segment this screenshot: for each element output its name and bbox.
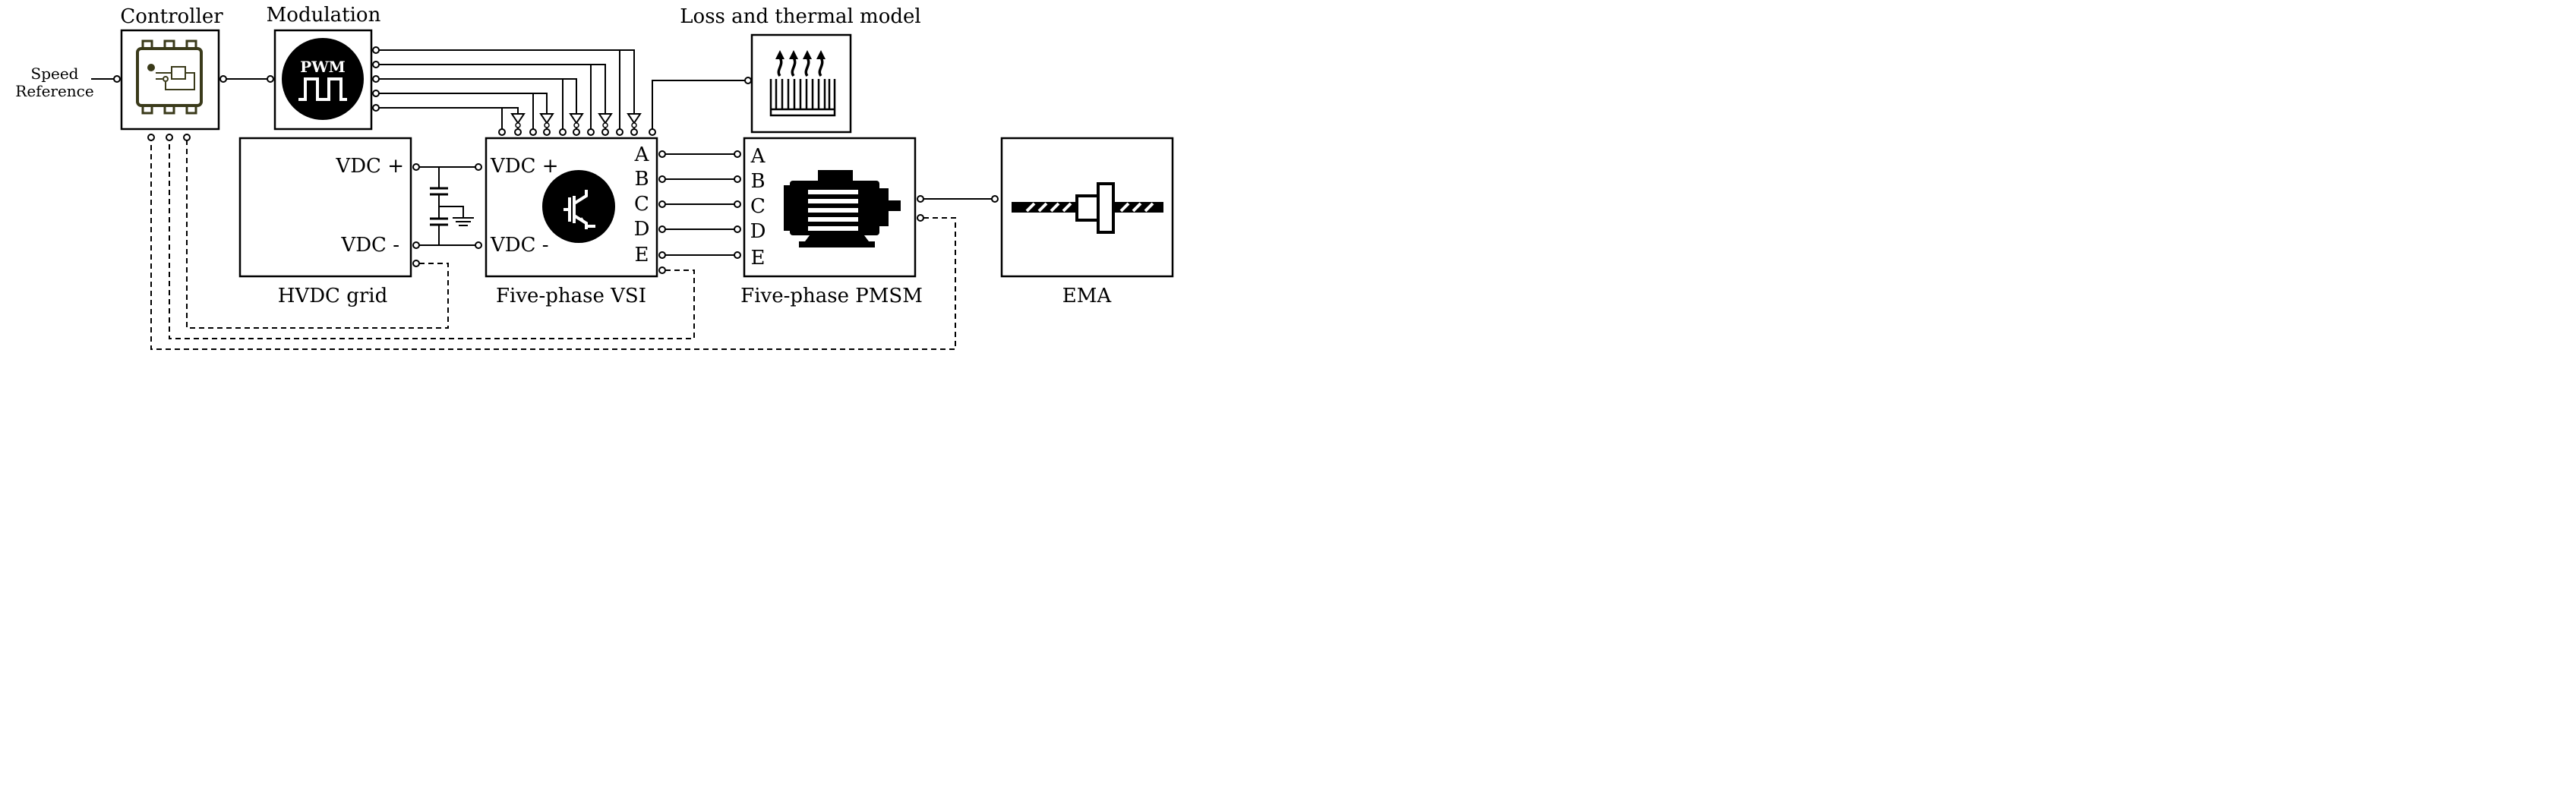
vsi-phase-d-label: D	[634, 218, 650, 241]
vsi-gate-ports	[498, 128, 656, 136]
feedback-pmsm-to-controller	[150, 140, 956, 350]
feedback-hvdc-to-controller	[186, 140, 449, 329]
pwm-icon-label: PWM	[300, 58, 346, 76]
motor-icon	[784, 170, 901, 247]
ball-screw-icon	[1012, 182, 1163, 234]
controller-feedback-port-3[interactable]	[183, 134, 191, 141]
speed-label-line1: Speed	[31, 65, 79, 83]
modulation-output-port-5[interactable]	[372, 104, 380, 112]
pmsm-phase-b-label: B	[750, 170, 765, 193]
vsi-plus-port[interactable]	[475, 163, 482, 171]
pmsm-phase-c-label: C	[750, 195, 766, 218]
feedback-lines	[150, 140, 956, 350]
vsi-phase-e-label: E	[635, 244, 649, 266]
vsi-vdc-plus-label: VDC +	[490, 155, 559, 178]
vsi-vdc-minus-label: VDC -	[490, 234, 549, 257]
vsi-phase-labels: A B C D E	[634, 143, 650, 266]
ema-title: EMA	[1062, 285, 1113, 307]
modulation-input-port[interactable]	[267, 75, 274, 83]
gate-buffers	[510, 113, 642, 129]
heatsink-icon	[769, 50, 836, 117]
hvdc-title: HVDC grid	[278, 285, 388, 307]
pmsm-phase-e-label: E	[751, 247, 766, 269]
pmsm-shaft-port[interactable]	[917, 195, 924, 203]
modulation-output-port-2[interactable]	[372, 61, 380, 68]
hvdc-minus-port[interactable]	[412, 241, 420, 249]
pmsm-phase-d-label: D	[750, 220, 766, 243]
gate-signal-wires	[379, 49, 635, 129]
thermal-input-port[interactable]	[744, 77, 752, 84]
system-block-diagram: Speed Reference Controller Modulation PW…	[15, 4, 1174, 350]
controller-chip-icon	[136, 39, 203, 115]
vsi-feedback-port	[658, 266, 666, 274]
controller-feedback-port-2[interactable]	[166, 134, 173, 141]
speed-reference: Speed Reference	[15, 65, 93, 100]
controller-output-port[interactable]	[219, 75, 227, 83]
hvdc-plus-port[interactable]	[412, 163, 420, 171]
pwm-icon: PWM	[282, 38, 364, 120]
vsi-phase-b-label: B	[634, 168, 649, 191]
feedback-vsi-to-controller	[169, 140, 695, 339]
hvdc-vdc-minus-label: VDC -	[340, 234, 399, 257]
hvdc-feedback-port[interactable]	[412, 260, 420, 267]
modulation-title: Modulation	[267, 4, 381, 27]
pmsm-phase-ports	[734, 150, 741, 259]
modulation-output-port-3[interactable]	[372, 75, 380, 83]
igbt-icon	[542, 170, 615, 243]
thermal-title: Loss and thermal model	[680, 5, 920, 28]
pmsm-feedback-port[interactable]	[917, 214, 924, 222]
vsi-phase-c-label: C	[634, 193, 649, 216]
controller-feedback-port-1[interactable]	[147, 134, 155, 141]
pmsm-phase-labels: A B C D E	[750, 145, 766, 269]
vsi-title: Five-phase VSI	[496, 285, 646, 307]
dc-link-capacitors	[419, 166, 475, 246]
vsi-minus-port[interactable]	[475, 241, 482, 249]
vsi-phase-ports	[658, 150, 666, 274]
vsi-to-thermal-wire	[652, 80, 745, 129]
modulation-output-port-4[interactable]	[372, 90, 380, 97]
modulation-output-port-1[interactable]	[372, 46, 380, 54]
pmsm-title: Five-phase PMSM	[740, 285, 923, 307]
controller-input-port[interactable]	[113, 75, 121, 83]
hvdc-vdc-plus-label: VDC +	[335, 155, 404, 178]
hvdc-block[interactable]	[238, 137, 412, 278]
ema-input-port[interactable]	[991, 195, 999, 203]
pmsm-phase-a-label: A	[750, 145, 766, 168]
speed-label-line2: Reference	[15, 82, 93, 100]
vsi-phase-a-label: A	[634, 143, 650, 166]
controller-title: Controller	[120, 5, 223, 28]
phase-wires	[665, 153, 734, 256]
